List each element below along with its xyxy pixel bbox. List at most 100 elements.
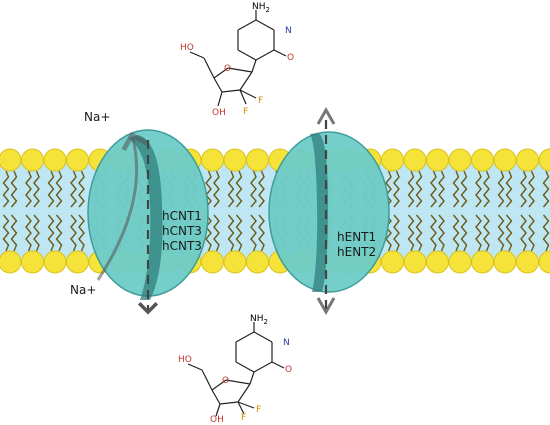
lipid-head <box>448 148 472 172</box>
carbonyl-oxygen-label: O <box>287 53 294 63</box>
lipid-head <box>426 250 449 274</box>
ent-channel <box>310 133 328 292</box>
lipid-head <box>21 250 44 274</box>
lipid-tail <box>70 170 77 208</box>
hydroxyl-top-label: HO <box>180 43 194 53</box>
lipid-head <box>516 250 539 274</box>
lipid-tail <box>415 214 423 252</box>
lipid-tail <box>542 170 550 208</box>
lipid-head <box>448 250 472 274</box>
lipid-head <box>538 250 550 274</box>
lipid-tail <box>483 214 490 252</box>
fluorine-2-label: F <box>256 405 261 415</box>
lipid-tail <box>258 214 265 252</box>
hydroxyl-bottom-label: OH <box>210 415 224 425</box>
lipid-tail <box>10 214 18 252</box>
lipid-tail <box>25 170 32 208</box>
lipid-tail <box>227 214 235 252</box>
lipid-tail <box>235 170 243 208</box>
na-cotransport-arrow <box>96 131 148 281</box>
lipid-tail <box>460 214 468 252</box>
lipid-tail <box>393 170 400 208</box>
lipid-head <box>403 148 427 172</box>
lipid-tail <box>475 170 482 208</box>
hydroxyl-top-label: HO <box>178 355 192 365</box>
lipid-head <box>21 148 44 172</box>
lipid-tail <box>505 170 513 208</box>
lipid-tail <box>430 170 437 208</box>
lipid-tail <box>213 214 220 252</box>
cnt-transporter <box>87 129 209 315</box>
cnt-channel <box>128 135 163 300</box>
lipid-head <box>403 250 427 274</box>
lipid-head <box>66 250 89 274</box>
lipid-tail <box>438 214 445 252</box>
lipid-tail <box>55 214 63 252</box>
lipid-tail <box>393 214 400 252</box>
lipid-head <box>246 250 269 274</box>
lipid-tail <box>250 214 257 252</box>
lipid-tail <box>385 170 392 208</box>
lipid-tail <box>10 170 18 208</box>
lipid-tail <box>542 214 550 252</box>
lipid-tail <box>47 214 55 252</box>
amine-label: NH2 <box>252 2 270 14</box>
lipid-tail <box>70 214 77 252</box>
ent-transporter <box>268 106 390 316</box>
lipid-tail <box>438 170 445 208</box>
lipid-tail <box>47 170 55 208</box>
lipid-head <box>471 148 494 172</box>
lipid-tail <box>2 170 10 208</box>
lipid-tail <box>385 214 392 252</box>
lipid-tail <box>25 214 32 252</box>
ent-arrowhead-down <box>316 297 336 316</box>
nucleoside-molecule-bottom: NH2 N O O HO OH F F <box>178 314 292 425</box>
lipid-head <box>66 148 89 172</box>
lipid-head <box>223 148 247 172</box>
lipid-head <box>0 250 22 274</box>
lipid-tail <box>213 170 220 208</box>
lipid-tail <box>78 170 85 208</box>
lipid-head <box>381 148 404 172</box>
lipid-tail <box>483 170 490 208</box>
lipid-tail <box>520 214 527 252</box>
lipid-tail <box>227 170 235 208</box>
lipid-tail <box>33 170 40 208</box>
nucleoside-molecule-top: NH2 N O O HO OH F F <box>180 2 294 118</box>
lipid-tail <box>475 214 482 252</box>
ent-label-2: hENT2 <box>337 245 377 259</box>
lipid-tail <box>205 170 212 208</box>
lipid-tail <box>528 170 535 208</box>
cnt-label-1: hCNT1 <box>162 209 202 223</box>
lipid-tail <box>235 214 243 252</box>
amine-label: NH2 <box>250 314 268 326</box>
lipid-tail <box>497 170 505 208</box>
lipid-tail <box>250 170 257 208</box>
lipid-tail <box>407 170 415 208</box>
lipid-tail <box>407 214 415 252</box>
lipid-tail <box>258 170 265 208</box>
lipid-head <box>201 250 224 274</box>
lipid-head <box>43 148 67 172</box>
ring-nitrogen-label: N <box>285 26 292 36</box>
hydroxyl-bottom-label: OH <box>212 108 226 118</box>
lipid-head <box>381 250 404 274</box>
lipid-tail <box>33 214 40 252</box>
lipid-tail <box>520 170 527 208</box>
lipid-tail <box>505 214 513 252</box>
lipid-head <box>516 148 539 172</box>
ring-nitrogen-label: N <box>283 338 290 348</box>
lipid-tail <box>430 214 437 252</box>
lipid-head <box>493 148 517 172</box>
ring-oxygen-label: O <box>224 64 231 74</box>
sodium-ion-bottom-label: Na+ <box>70 283 97 297</box>
lipid-head <box>471 250 494 274</box>
lipid-head <box>43 250 67 274</box>
lipid-head <box>493 250 517 274</box>
lipid-head <box>246 148 269 172</box>
sodium-ion-top-label: Na+ <box>84 110 111 124</box>
carbonyl-oxygen-label: O <box>285 365 292 375</box>
fluorine-1-label: F <box>243 107 248 117</box>
lipid-tail <box>78 214 85 252</box>
